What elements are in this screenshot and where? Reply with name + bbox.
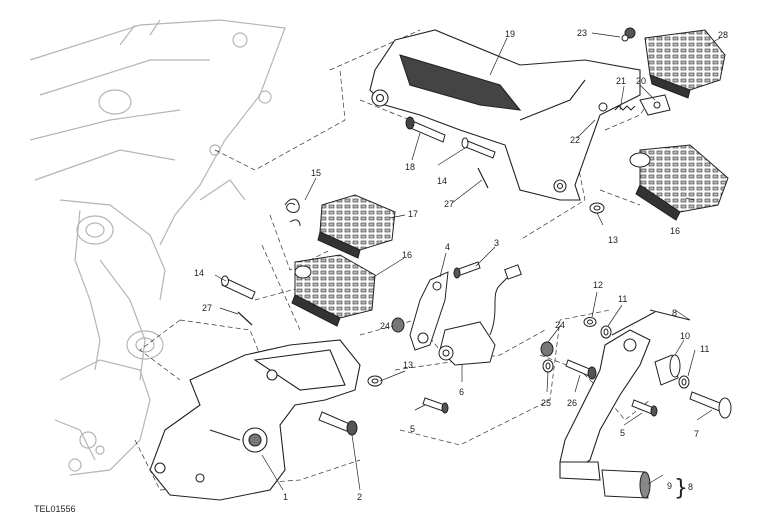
- clip-27-lower: [237, 311, 253, 326]
- screw-5-right: [631, 399, 658, 417]
- small-parts-right: [589, 27, 671, 214]
- washer-12: [583, 317, 597, 327]
- callout-12: 12: [593, 280, 603, 290]
- callout-18: 18: [405, 162, 415, 172]
- frame-outline: [29, 19, 286, 476]
- callout-5-left: 5: [410, 424, 415, 434]
- washer-11-upper: [600, 325, 612, 339]
- screw-5-left: [422, 397, 449, 414]
- clip-27-upper: [477, 167, 489, 189]
- callout-24-left: 24: [380, 321, 390, 331]
- callout-6: 6: [459, 387, 464, 397]
- callout-8-top: 8: [672, 308, 677, 318]
- pin-14-lower: [221, 275, 256, 300]
- callout-27-lower: 27: [202, 303, 212, 313]
- pivot-bolt-7: [689, 391, 732, 419]
- callout-24-right: 24: [555, 320, 565, 330]
- callout-28: 28: [718, 30, 728, 40]
- callout-20: 20: [636, 76, 646, 86]
- callout-17: 17: [408, 209, 418, 219]
- leader-lines: [214, 32, 721, 491]
- drawing-code: TEL01556: [34, 504, 76, 514]
- callout-10: 10: [680, 331, 690, 341]
- footpeg-17: [317, 194, 396, 259]
- callout-13-left: 13: [403, 360, 413, 370]
- callout-11-upper: 11: [618, 294, 627, 304]
- callout-23: 23: [577, 28, 587, 38]
- rear-footpeg-bracket: [369, 29, 641, 201]
- callout-5-right: 5: [620, 428, 625, 438]
- brace: }: [674, 476, 688, 501]
- callout-4: 4: [445, 242, 450, 252]
- bolt-2: [318, 411, 358, 436]
- callout-16-right: 16: [670, 226, 680, 236]
- pedal-8: [559, 309, 691, 481]
- footpeg-28: [644, 29, 726, 99]
- callout-19: 19: [505, 29, 515, 39]
- callout-13-right: 13: [608, 235, 618, 245]
- callout-9: 9: [667, 481, 672, 491]
- callout-14-upper: 14: [437, 176, 447, 186]
- callout-3: 3: [494, 238, 499, 248]
- rubber-9: [601, 469, 651, 499]
- left-footpeg-bracket: [149, 339, 361, 501]
- callout-2: 2: [357, 492, 362, 502]
- callout-14-lower: 14: [194, 268, 204, 278]
- washer-11-lower: [678, 375, 690, 389]
- callout-15: 15: [311, 168, 321, 178]
- screw-3: [453, 261, 481, 279]
- footpeg-16-right: [629, 144, 729, 221]
- callout-25: 25: [541, 398, 551, 408]
- sensor-6: [438, 264, 522, 366]
- callout-8-bottom: 8: [688, 482, 693, 492]
- bolt-26: [565, 359, 597, 380]
- callout-16-left: 16: [402, 250, 412, 260]
- bolt-18: [405, 116, 446, 143]
- assembly-lines: [134, 29, 651, 491]
- callout-26: 26: [567, 398, 577, 408]
- spacer-24-left: [391, 317, 405, 333]
- spring-15: [284, 198, 301, 227]
- spacer-25: [542, 359, 554, 373]
- spacer-24-right: [540, 341, 554, 357]
- footpeg-16-left: [291, 254, 376, 327]
- link-4: [409, 271, 449, 351]
- callout-27-upper: 27: [444, 199, 454, 209]
- callout-7: 7: [694, 429, 699, 439]
- callout-21: 21: [616, 76, 626, 86]
- callout-11-lower: 11: [700, 344, 709, 354]
- callout-22: 22: [570, 135, 580, 145]
- pin-14-upper: [461, 137, 496, 159]
- washer-13-left: [367, 375, 383, 387]
- callout-1: 1: [283, 492, 288, 502]
- bushing-10: [654, 354, 681, 386]
